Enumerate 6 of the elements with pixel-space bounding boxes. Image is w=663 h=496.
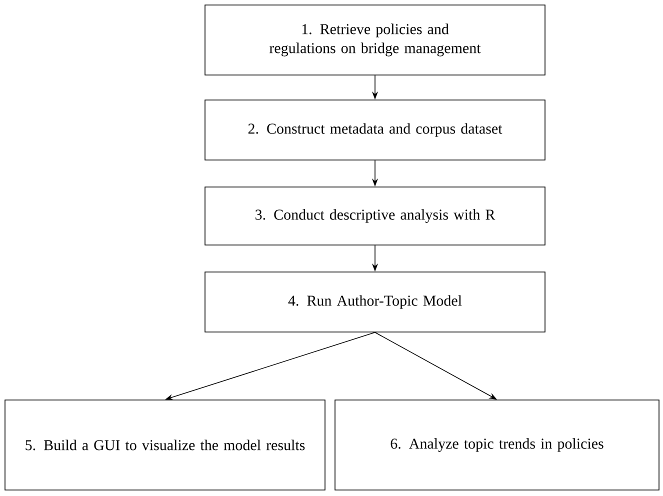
process-box: 1. Retrieve policies and regulations on bridge management: [204, 4, 546, 76]
process-box: 3. Conduct descriptive analysis with R: [204, 186, 546, 246]
process-box: 2. Construct metadata and corpus dataset: [204, 100, 546, 160]
process-box: 5. Build a GUI to visualize the model results: [4, 400, 326, 490]
process-box: 6. Analyze topic trends in policies: [334, 400, 660, 490]
process-box: 4. Run Author-Topic Model: [204, 272, 546, 332]
